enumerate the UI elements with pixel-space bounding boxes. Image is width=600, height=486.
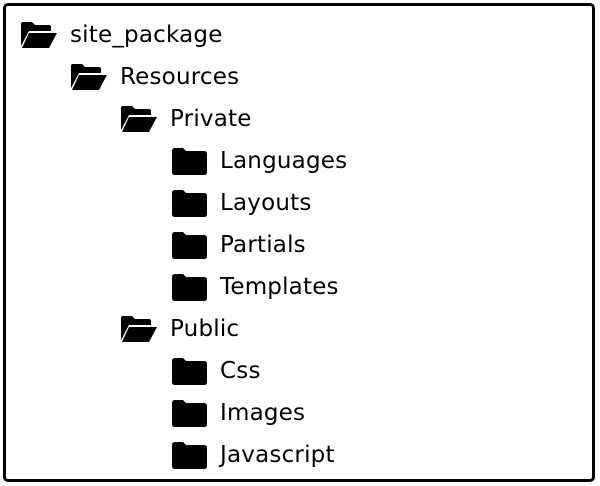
tree-item-label: Public [170,315,240,342]
tree-item-label: Private [170,105,252,132]
folder-open-icon [120,105,158,133]
folder-closed-icon [170,189,208,217]
tree-item-label: Templates [220,273,339,300]
tree-item-label: Layouts [220,189,312,216]
tree-item-partials[interactable]: Partials [0,224,347,266]
tree-frame [3,3,595,482]
folder-closed-icon [170,147,208,175]
folder-closed-icon [170,273,208,301]
tree-item-label: Partials [220,231,306,258]
folder-closed-icon [170,231,208,259]
tree-item-public[interactable]: Public [0,308,347,350]
tree-item-label: Resources [120,63,240,90]
tree-item-label: Languages [220,147,348,174]
tree-item-site-package[interactable]: site_package [0,14,347,56]
tree-item-javascript[interactable]: Javascript [0,434,347,476]
tree-item-images[interactable]: Images [0,392,347,434]
tree-item-layouts[interactable]: Layouts [0,182,347,224]
folder-open-icon [120,315,158,343]
tree-item-languages[interactable]: Languages [0,140,347,182]
tree-item-label: Javascript [220,441,335,468]
folder-tree: site_package Resources Private Languages… [0,14,347,476]
tree-item-resources[interactable]: Resources [0,56,347,98]
folder-closed-icon [170,399,208,427]
tree-item-css[interactable]: Css [0,350,347,392]
tree-item-templates[interactable]: Templates [0,266,347,308]
folder-closed-icon [170,357,208,385]
tree-item-private[interactable]: Private [0,98,347,140]
folder-closed-icon [170,441,208,469]
folder-open-icon [20,21,58,49]
tree-item-label: Css [220,357,261,384]
folder-open-icon [70,63,108,91]
tree-item-label: Images [220,399,306,426]
tree-item-label: site_package [70,21,223,48]
